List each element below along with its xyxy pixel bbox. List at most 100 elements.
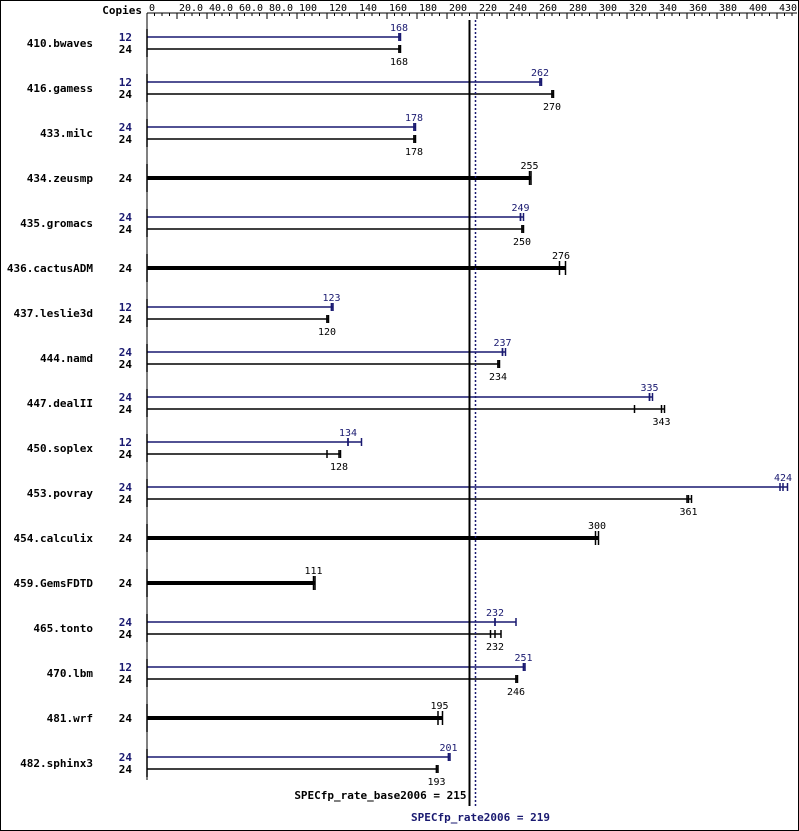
peak-value-label: 424 (774, 473, 792, 484)
peak-copies: 24 (119, 121, 133, 134)
base-value-label: 276 (552, 251, 570, 262)
benchmark-row: 459.GemsFDTD 24 111 (14, 566, 323, 597)
peak-copies: 24 (119, 616, 133, 629)
base-copies: 24 (119, 628, 133, 641)
x-tick-label: 100 (299, 3, 317, 14)
peak-value-label: 178 (405, 113, 423, 124)
peak-value-label: 168 (390, 23, 408, 34)
benchmark-name: 434.zeusmp (27, 172, 94, 185)
benchmark-row: 410.bwaves 12 168 24 168 (27, 23, 408, 68)
base-copies: 24 (119, 403, 133, 416)
x-tick-label: 380 (719, 3, 737, 14)
base-value-label: 120 (318, 327, 336, 338)
benchmark-name: 481.wrf (47, 712, 93, 725)
benchmark-name: 465.tonto (33, 622, 93, 635)
benchmark-row: 465.tonto 24 232 24 232 (33, 608, 517, 653)
base-copies: 24 (119, 763, 133, 776)
base-summary-label: SPECfp_rate_base2006 = 215 (294, 789, 466, 802)
benchmark-name: 447.dealII (27, 397, 93, 410)
peak-copies: 12 (119, 661, 132, 674)
x-tick-label: 120 (329, 3, 347, 14)
base-value-label: 343 (652, 417, 670, 428)
benchmark-name: 435.gromacs (20, 217, 93, 230)
base-value-label: 234 (489, 372, 507, 383)
base-copies: 24 (119, 448, 133, 461)
x-tick-label: 80.0 (269, 3, 293, 14)
base-value-label: 193 (427, 777, 445, 788)
x-tick-label: 240 (509, 3, 527, 14)
base-value-label: 128 (330, 462, 348, 473)
peak-copies: 24 (119, 481, 133, 494)
base-copies: 24 (119, 223, 133, 236)
base-copies: 24 (119, 88, 133, 101)
peak-copies: 24 (119, 346, 133, 359)
x-tick-label: 160 (389, 3, 407, 14)
peak-value-label: 232 (486, 608, 504, 619)
base-copies: 24 (119, 493, 133, 506)
base-value-label: 111 (304, 566, 322, 577)
peak-summary-label: SPECfp_rate2006 = 219 (411, 811, 550, 824)
base-value-label: 270 (543, 102, 561, 113)
base-copies: 24 (119, 673, 133, 686)
base-value-label: 255 (520, 161, 538, 172)
benchmark-row: 454.calculix 24 300 (14, 521, 606, 552)
peak-value-label: 262 (531, 68, 549, 79)
benchmark-name: 444.namd (40, 352, 93, 365)
copies-header: Copies (102, 4, 142, 17)
base-copies: 24 (119, 577, 133, 590)
benchmark-name: 437.leslie3d (14, 307, 93, 320)
benchmark-row: 444.namd 24 237 24 234 (40, 338, 512, 383)
peak-copies: 12 (119, 76, 132, 89)
peak-value-label: 335 (640, 383, 658, 394)
peak-copies: 12 (119, 31, 132, 44)
base-copies: 24 (119, 133, 133, 146)
peak-copies: 12 (119, 436, 132, 449)
base-value-label: 246 (507, 687, 525, 698)
peak-copies: 12 (119, 301, 132, 314)
benchmark-name: 416.gamess (27, 82, 93, 95)
benchmark-row: 436.cactusADM 24 276 (7, 251, 570, 282)
benchmark-row: 434.zeusmp 24 255 (27, 161, 539, 192)
base-value-label: 168 (390, 57, 408, 68)
base-copies: 24 (119, 262, 133, 275)
summary-lines: SPECfp_rate_base2006 = 215SPECfp_rate200… (294, 20, 550, 824)
peak-value-label: 134 (339, 428, 357, 439)
benchmark-name: 454.calculix (14, 532, 94, 545)
benchmark-name: 433.milc (40, 127, 93, 140)
peak-value-label: 237 (493, 338, 511, 349)
x-tick-label: 60.0 (239, 3, 263, 14)
peak-value-label: 249 (511, 203, 529, 214)
benchmark-name: 436.cactusADM (7, 262, 93, 275)
base-copies: 24 (119, 358, 133, 371)
base-value-label: 250 (513, 237, 531, 248)
benchmark-name: 470.lbm (47, 667, 94, 680)
base-value-label: 232 (486, 642, 504, 653)
base-value-label: 300 (588, 521, 606, 532)
x-tick-label: 430 (779, 3, 797, 14)
base-copies: 24 (119, 172, 133, 185)
x-tick-label: 260 (539, 3, 557, 14)
x-tick-label: 300 (599, 3, 617, 14)
benchmark-name: 453.povray (27, 487, 94, 500)
benchmark-name: 410.bwaves (27, 37, 93, 50)
x-tick-label: 360 (689, 3, 707, 14)
x-tick-label: 320 (629, 3, 647, 14)
peak-value-label: 251 (514, 653, 532, 664)
base-copies: 24 (119, 532, 133, 545)
x-tick-label: 400 (749, 3, 767, 14)
benchmark-row: 470.lbm 12 251 24 246 (47, 653, 533, 698)
base-value-label: 195 (430, 701, 448, 712)
x-tick-label: 280 (569, 3, 587, 14)
benchmark-name: 459.GemsFDTD (14, 577, 94, 590)
base-copies: 24 (119, 43, 133, 56)
peak-copies: 24 (119, 751, 133, 764)
